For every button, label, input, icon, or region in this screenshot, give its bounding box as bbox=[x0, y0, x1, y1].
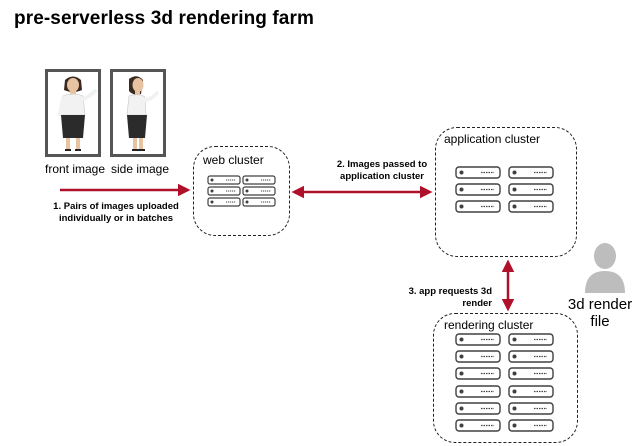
render-file-label: 3d render file bbox=[560, 296, 640, 330]
step3-line1: 3. app requests 3d bbox=[408, 286, 492, 297]
step1-line1: 1. Pairs of images uploaded bbox=[53, 201, 179, 212]
web-cluster bbox=[193, 146, 290, 236]
woman-side-figure bbox=[126, 76, 159, 151]
web-cluster-label: web cluster bbox=[203, 153, 264, 167]
front-image bbox=[45, 69, 101, 157]
step3-line2: render bbox=[462, 298, 492, 309]
step1-note: 1. Pairs of images uploaded individually… bbox=[40, 201, 192, 225]
application-server-rack bbox=[455, 166, 554, 213]
application-cluster bbox=[435, 127, 577, 257]
web-server-rack bbox=[207, 175, 276, 207]
side-image bbox=[110, 69, 166, 157]
step2-line2: application cluster bbox=[340, 171, 424, 182]
page-title: pre-serverless 3d rendering farm bbox=[14, 8, 314, 29]
front-image-label: front image bbox=[45, 162, 106, 176]
application-cluster-label: application cluster bbox=[444, 132, 541, 146]
side-image-label: side image bbox=[111, 162, 170, 176]
render-file-line1: 3d render bbox=[567, 296, 633, 313]
step2-line1: 2. Images passed to bbox=[336, 159, 428, 170]
step3-note: 3. app requests 3d render bbox=[396, 286, 492, 310]
user-silhouette-icon bbox=[582, 241, 628, 293]
rendering-cluster bbox=[433, 313, 578, 443]
rendering-cluster-label: rendering cluster bbox=[444, 318, 534, 332]
step1-line2: individually or in batches bbox=[58, 213, 174, 224]
render-file-line2: file bbox=[590, 313, 610, 330]
woman-front-figure bbox=[58, 76, 97, 151]
step2-note: 2. Images passed to application cluster bbox=[322, 159, 442, 183]
rendering-server-rack bbox=[455, 333, 554, 432]
